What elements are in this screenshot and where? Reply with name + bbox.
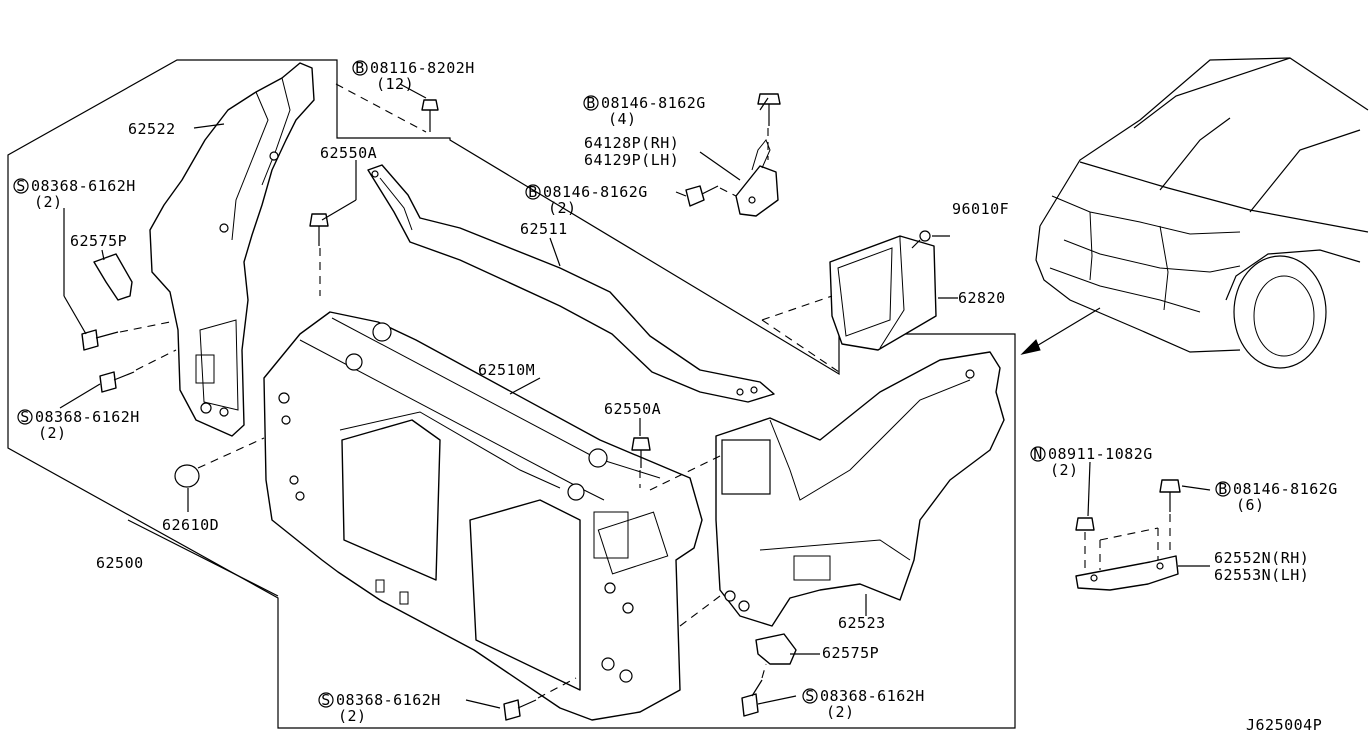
part-number: 62575P: [822, 644, 879, 662]
part-qty: (2): [548, 199, 577, 217]
prefix-b-icon: B: [586, 94, 596, 112]
part-number: 62552N(RH): [1214, 549, 1309, 567]
prefix-s-icon: S: [20, 408, 30, 426]
assembly-boundary: [7, 59, 1016, 729]
part-number: 08368-6162H: [35, 408, 140, 426]
callout-64128p: 64128P(RH) 64129P(LH): [584, 134, 679, 169]
bolt-icon: [421, 99, 439, 132]
callout-08368-6162h-bottomcenter: S 08368-6162H (2): [318, 691, 441, 725]
part-number: 64129P(LH): [584, 151, 679, 169]
part-number: 62820: [958, 289, 1006, 307]
assembly-lines: [119, 83, 1171, 699]
callout-62575p-left: 62575P: [70, 232, 127, 250]
bolt-icon: [631, 437, 651, 468]
callout-62550a-mid: 62550A: [604, 400, 661, 418]
arrow-icon: [1020, 339, 1041, 355]
part-qty: (4): [608, 110, 637, 128]
part-number: 08368-6162H: [336, 691, 441, 709]
callout-62500: 62500: [96, 554, 144, 572]
part-number: 08368-6162H: [31, 177, 136, 195]
part-number: 62523: [838, 614, 886, 632]
side-frame-left: [149, 62, 315, 437]
part-qty: (2): [1050, 461, 1079, 479]
part-number: 08116-8202H: [370, 59, 475, 77]
support-bracket: [1075, 555, 1179, 591]
bracket-62575p-right: [755, 633, 797, 665]
bolt-icon: [99, 371, 135, 393]
callout-62575p-right: 62575P: [822, 644, 879, 662]
callout-96010f: 96010F: [952, 200, 1009, 218]
part-qty: (2): [34, 193, 63, 211]
part-number: 62553N(LH): [1214, 566, 1309, 584]
part-number: 62500: [96, 554, 144, 572]
bolt-icon: [741, 679, 763, 717]
part-number: 08146-8162G: [1233, 480, 1338, 498]
callout-08368-6162h-topleft: S 08368-6162H (2): [13, 177, 136, 211]
leader-lines: [59, 83, 1211, 709]
callout-08911-1082g: N 08911-1082G (2): [1030, 445, 1153, 479]
part-number: 08911-1082G: [1048, 445, 1153, 463]
part-number: 62511: [520, 220, 568, 238]
prefix-s-icon: S: [321, 691, 331, 709]
side-frame-right: [715, 351, 1005, 627]
part-number: 62550A: [604, 400, 661, 418]
part-qty: (6): [1236, 496, 1265, 514]
part-qty: (2): [38, 424, 67, 442]
callout-62552n: 62552N(RH) 62553N(LH): [1214, 549, 1309, 584]
figure-id: J625004P: [1246, 716, 1322, 734]
part-number: 64128P(RH): [584, 134, 679, 152]
callout-08146-8162g-mid: B 08146-8162G (2): [525, 183, 648, 217]
part-number: 62522: [128, 120, 176, 138]
part-number: 62575P: [70, 232, 127, 250]
prefix-s-icon: S: [805, 687, 815, 705]
callout-08146-8162g-top: B 08146-8162G (4): [583, 94, 706, 128]
callout-62523: 62523: [838, 614, 886, 632]
bracket-62575p-left: [93, 253, 133, 301]
part-number: 62610D: [162, 516, 219, 534]
callout-62820: 62820: [958, 289, 1006, 307]
bolt-icon: [685, 185, 719, 207]
bolt-icon: [309, 213, 329, 246]
vehicle-inset: [1020, 57, 1369, 369]
callout-08116-8202h: B 08116-8202H (12): [352, 59, 475, 93]
clip-icon: [911, 230, 931, 249]
prefix-b-icon: B: [528, 183, 538, 201]
headlamp-bracket: [735, 139, 779, 217]
radiator-core-support: [263, 311, 703, 721]
part-qty: (2): [826, 703, 855, 721]
part-number: 62550A: [320, 144, 377, 162]
part-number: 08146-8162G: [601, 94, 706, 112]
prefix-b-icon: B: [355, 59, 365, 77]
part-number: 62510M: [478, 361, 535, 379]
callout-62510m: 62510M: [478, 361, 535, 379]
callout-62550a-top: 62550A: [320, 144, 377, 162]
part-qty: (2): [338, 707, 367, 725]
callout-08146-8162g-right: B 08146-8162G (6): [1215, 480, 1338, 514]
bolt-icon: [81, 329, 119, 351]
part-qty: (12): [376, 75, 414, 93]
bolt-icon: [757, 93, 781, 126]
bolt-icon: [503, 699, 537, 721]
part-number: 08368-6162H: [820, 687, 925, 705]
part-number: 08146-8162G: [543, 183, 648, 201]
bolt-icon: [1159, 479, 1181, 512]
callout-08368-6162h-midleft: S 08368-6162H (2): [17, 408, 140, 442]
part-number: 96010F: [952, 200, 1009, 218]
callout-08368-6162h-bottomright: S 08368-6162H (2): [802, 687, 925, 721]
plug-62610d: [174, 464, 200, 488]
prefix-s-icon: S: [16, 177, 26, 195]
callout-62610d: 62610D: [162, 516, 219, 534]
callout-62522: 62522: [128, 120, 176, 138]
upper-cross-member: [367, 164, 775, 403]
callout-62511: 62511: [520, 220, 568, 238]
prefix-n-icon: N: [1033, 445, 1043, 463]
nut-icon: [1075, 517, 1095, 531]
prefix-b-icon: B: [1218, 480, 1228, 498]
air-duct: [829, 235, 937, 351]
